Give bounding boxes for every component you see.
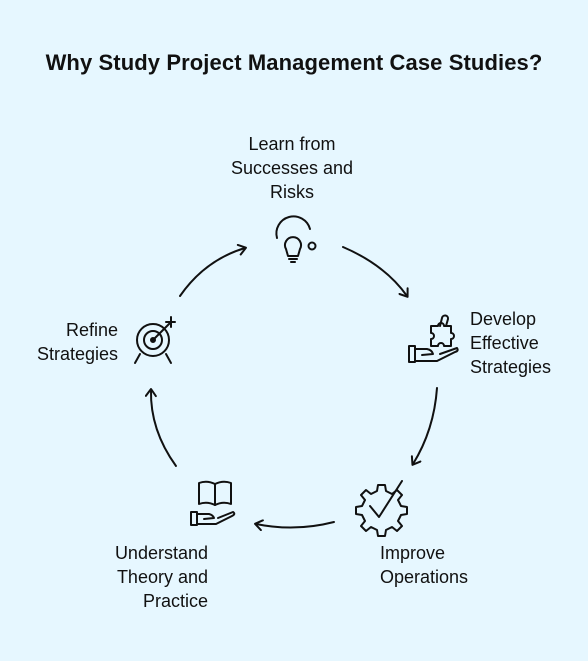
step-label-line: Improve: [380, 543, 446, 563]
step-label-line: Risks: [270, 182, 314, 202]
step-label-line: Develop: [470, 309, 537, 329]
target-icon: [134, 316, 176, 364]
cycle-arrow-improve-to-understand: [254, 519, 335, 532]
step-label-line: Theory and: [116, 567, 208, 587]
step-label-develop: Develop Effective Strategies: [470, 307, 551, 379]
step-label-improve: Improve Operations: [380, 541, 468, 589]
cycle-arrow-learn-to-develop: [342, 246, 409, 298]
step-label-line: Strategies: [470, 357, 552, 377]
diagram-title: Why Study Project Management Case Studie…: [45, 50, 543, 75]
step-label-line: Refine: [65, 320, 118, 340]
step-label-line: Learn from: [248, 134, 336, 154]
puzzle-hand-icon: [408, 314, 459, 363]
book-hand-icon: [190, 480, 236, 526]
cycle-arrow-develop-to-improve: [410, 387, 438, 466]
cycle-arrow-understand-to-refine: [144, 388, 177, 467]
lightbulb-icon: [275, 215, 317, 263]
step-label-refine: Refine Strategies: [18, 318, 118, 366]
step-label-line: Strategies: [36, 344, 118, 364]
step-label-line: Effective: [470, 333, 539, 353]
step-label-learn: Learn from Successes and Risks: [194, 132, 390, 204]
gear-check-icon: [355, 480, 408, 537]
step-label-understand: Understand Theory and Practice: [60, 541, 208, 613]
step-label-line: Successes and: [230, 158, 354, 178]
step-label-line: Understand: [114, 543, 208, 563]
step-label-line: Operations: [380, 567, 469, 587]
cycle-arrow-refine-to-learn: [179, 243, 247, 297]
step-label-line: Practice: [142, 591, 208, 611]
